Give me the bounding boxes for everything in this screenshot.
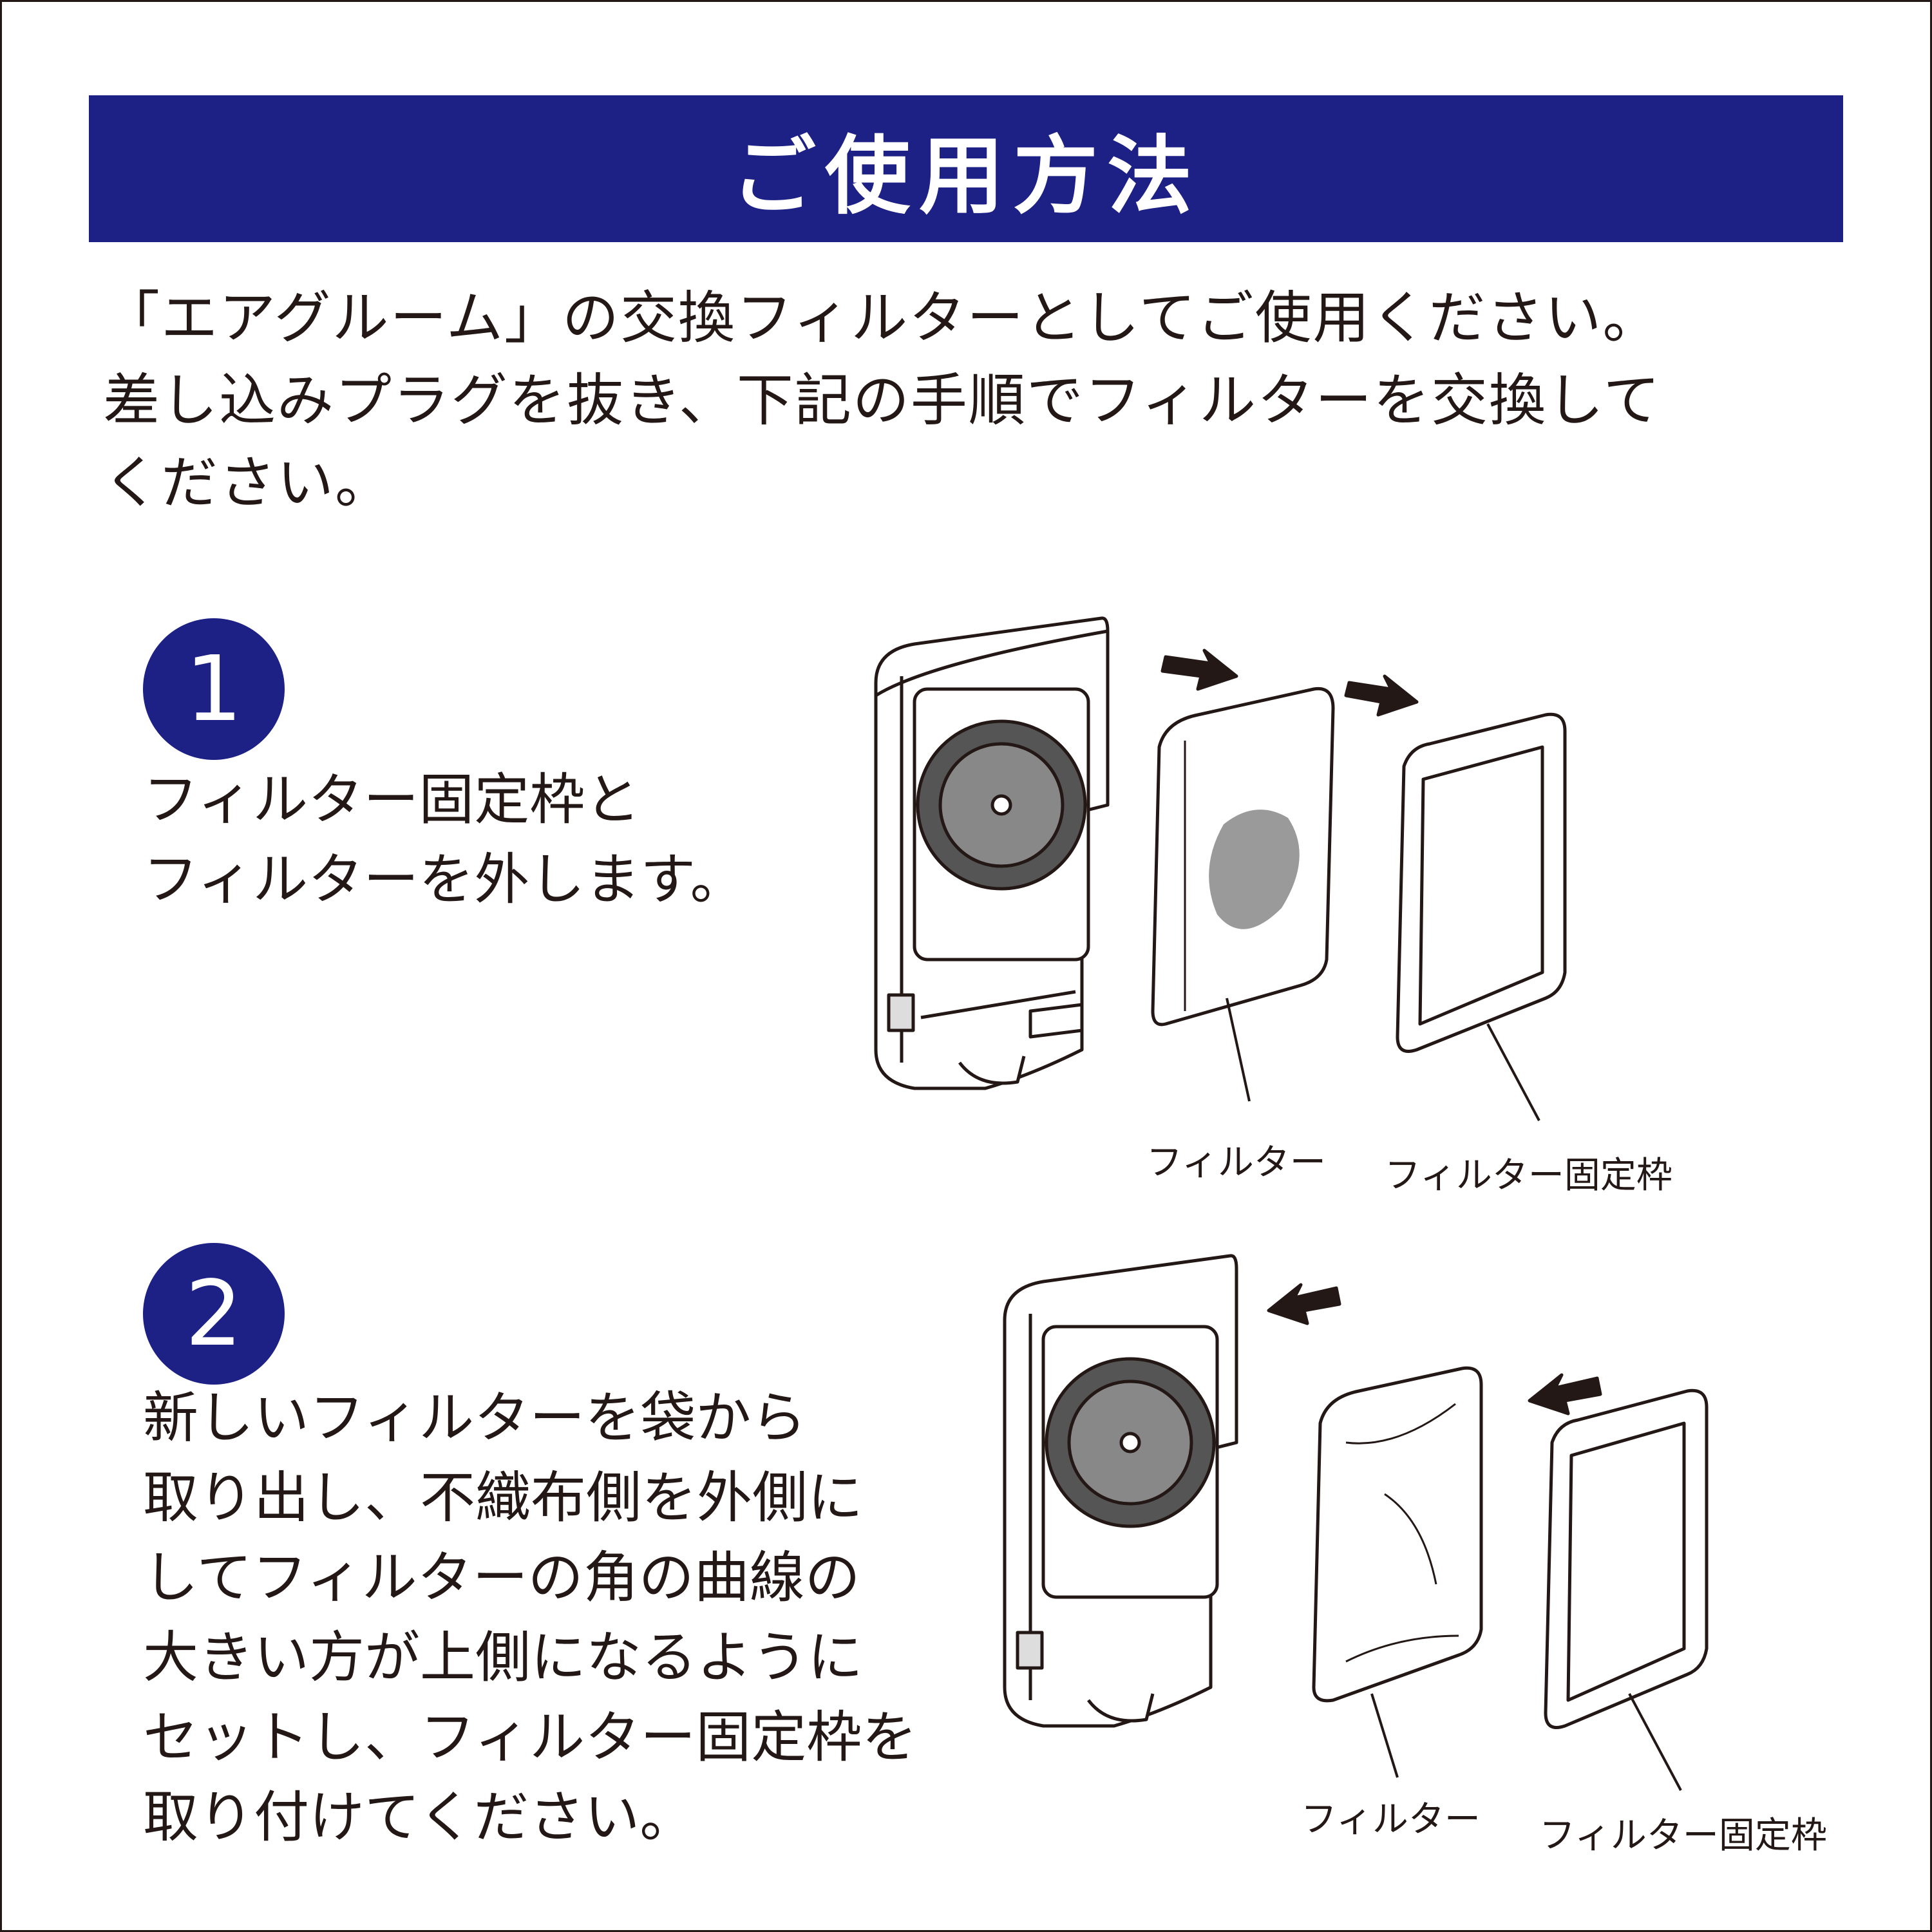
fan-unit xyxy=(1003,1254,1238,1728)
fan-unit xyxy=(874,616,1110,1090)
filter-label: フィルター xyxy=(1301,1799,1481,1841)
step-2-illustration xyxy=(1003,1254,1709,1791)
step-line: フィルター固定枠と xyxy=(143,768,641,832)
intro-line: 「エアグルーム」の交換フィルターとしてご使用ください。 xyxy=(103,285,1661,351)
header-bar: ご使用方法 xyxy=(89,95,1843,242)
step-1-badge: 1 xyxy=(143,618,285,760)
filter-label: フィルター xyxy=(1146,1142,1326,1184)
step-1-illustration xyxy=(874,616,1567,1121)
arrow-right-icon xyxy=(1344,674,1419,717)
intro-line: ください。 xyxy=(103,450,393,516)
filter-frame-illustration xyxy=(1396,712,1567,1053)
page-title: ご使用方法 xyxy=(731,126,1201,226)
power-switch-icon xyxy=(1016,1631,1044,1670)
intro-line: 差し込みプラグを抜き、下記の手順でフィルターを交換して xyxy=(103,367,1662,433)
filter-frame-illustration xyxy=(1544,1388,1709,1729)
step-line: フィルターを外します。 xyxy=(143,848,746,912)
arrow-left-icon xyxy=(1528,1373,1602,1416)
power-switch-icon xyxy=(887,993,915,1032)
step-line: 新しいフィルターを袋から xyxy=(143,1386,807,1450)
filter-illustration xyxy=(1151,687,1335,1027)
arrow-left-icon xyxy=(1267,1283,1341,1325)
step-number: 2 xyxy=(185,1261,243,1367)
step-line: 大きい方が上側になるように xyxy=(143,1625,863,1690)
step-line: してフィルターの角の曲線の xyxy=(143,1546,860,1610)
step-line: セットし、フィルター固定枠を xyxy=(143,1705,918,1770)
intro-text: 「エアグルーム」の交換フィルターとしてご使用ください。 差し込みプラグを抜き、下… xyxy=(103,277,1842,524)
step-line: 取り付けてください。 xyxy=(143,1785,696,1850)
step-line: 取り出し、不織布側を外側に xyxy=(143,1466,863,1530)
arrow-right-icon xyxy=(1160,649,1238,691)
filter-frame-label: フィルター固定枠 xyxy=(1385,1155,1672,1197)
filter-illustration xyxy=(1312,1366,1483,1703)
step-number: 1 xyxy=(185,636,243,742)
step-2-badge: 2 xyxy=(143,1243,285,1385)
filter-frame-label: フィルター固定枠 xyxy=(1539,1815,1827,1857)
step-1-instructions: フィルター固定枠と フィルターを外します。 xyxy=(143,760,746,920)
step-2-instructions: 新しいフィルターを袋から 取り出し、不織布側を外側に してフィルターの角の曲線の… xyxy=(143,1378,917,1857)
